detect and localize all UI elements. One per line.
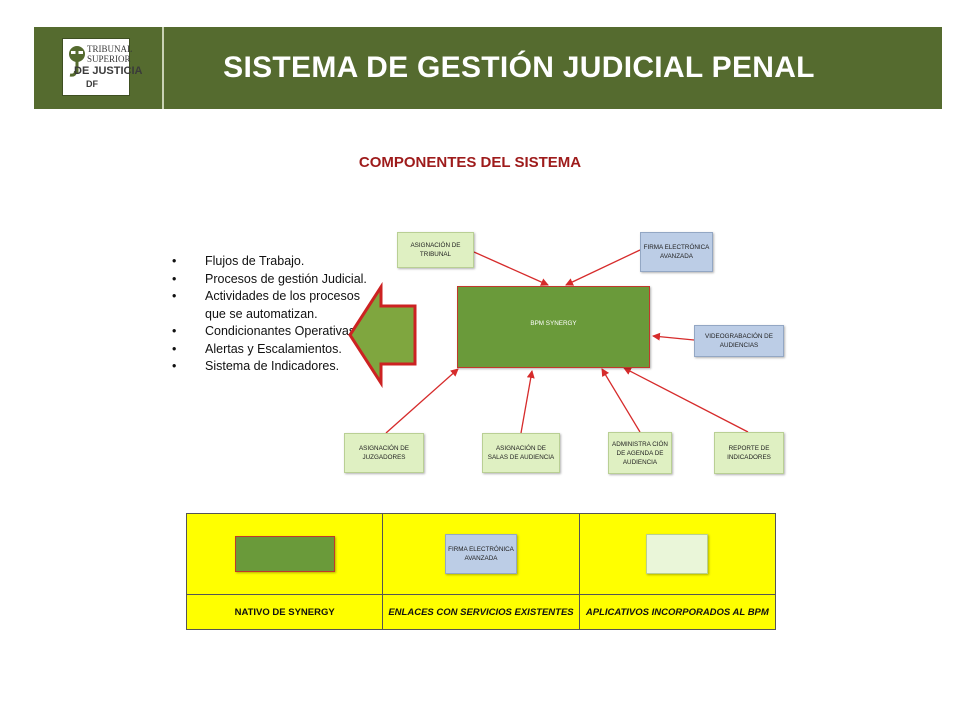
- node-asignacion-tribunal: ASIGNACIÓN DE TRIBUNAL: [397, 232, 474, 268]
- logo-text-line1: TRIBUNAL: [87, 44, 133, 54]
- section-subtitle: COMPONENTES DEL SISTEMA: [358, 154, 582, 171]
- tribunal-logo: TRIBUNAL SUPERIOR DE JUSTICIA DF: [62, 38, 142, 96]
- legend-cell-native: [185, 513, 384, 595]
- connector-videograbacion: [652, 332, 695, 341]
- node-asignacion-salas: ASIGNACIÓN DE SALAS DE AUDIENCIA: [482, 433, 560, 473]
- node-firma-electronica: FIRMA ELECTRÓNICA AVANZADA: [640, 232, 713, 272]
- logo-text-line2: SUPERIOR: [87, 54, 131, 64]
- connector-reporte-indicadores: [623, 367, 749, 433]
- feature-item: Alertas y Escalamientos.: [168, 341, 368, 359]
- legend-swatch-native: [234, 536, 335, 572]
- legend-label-incorporated: APLICATIVOS INCORPORADOS AL BPM: [578, 594, 777, 630]
- connector-asignacion-tribunal: [473, 251, 549, 286]
- logo-text-line3: DE JUSTICIA: [74, 65, 143, 77]
- legend-label-service: ENLACES CON SERVICIOS EXISTENTES: [382, 594, 580, 630]
- node-videograbacion: VIDEOGRABACIÓN DE AUDIENCIAS: [694, 325, 784, 357]
- bpm-synergy-node: BPM SYNERGY: [457, 286, 650, 368]
- feature-item: Condicionantes Operativas: [168, 323, 368, 341]
- page-title: SISTEMA DE GESTIÓN JUDICIAL PENAL: [223, 51, 815, 84]
- legend-cell-incorporated: [578, 513, 777, 595]
- connector-asignacion-salas: [520, 370, 535, 434]
- big-left-arrow: [348, 281, 417, 389]
- legend-label-row: NATIVO DE SYNERGY ENLACES CON SERVICIOS …: [185, 594, 777, 630]
- connector-firma-electronica: [565, 249, 641, 286]
- feature-list: Flujos de Trabajo. Procesos de gestión J…: [168, 253, 368, 376]
- node-reporte-indicadores: REPORTE DE INDICADORES: [714, 432, 784, 474]
- feature-item: Actividades de los procesos que se autom…: [168, 288, 368, 323]
- legend-table: FIRMA ELECTRÓNICA AVANZADA NATIVO DE SYN…: [185, 513, 777, 630]
- connector-asignacion-juzgadores: [385, 368, 459, 434]
- logo-text-line4: DF: [86, 79, 98, 89]
- legend-swatch-row: FIRMA ELECTRÓNICA AVANZADA: [185, 513, 777, 595]
- legend-swatch-incorporated: [646, 534, 709, 574]
- node-administracion-agenda: ADMINISTRA CIÓN DE AGENDA DE AUDIENCIA: [608, 432, 672, 474]
- legend-cell-service: FIRMA ELECTRÓNICA AVANZADA: [382, 513, 580, 595]
- connector-administracion-agenda: [601, 368, 641, 433]
- legend-label-native: NATIVO DE SYNERGY: [185, 594, 384, 630]
- header-bar: [34, 27, 942, 109]
- node-asignacion-juzgadores: ASIGNACIÓN DE JUZGADORES: [344, 433, 424, 473]
- header-divider: [162, 27, 164, 109]
- feature-item: Procesos de gestión Judicial.: [168, 271, 368, 289]
- tribunal-emblem-icon: [69, 46, 85, 77]
- feature-item: Flujos de Trabajo.: [168, 253, 368, 271]
- legend-swatch-service: FIRMA ELECTRÓNICA AVANZADA: [444, 534, 517, 574]
- feature-item: Sistema de Indicadores.: [168, 358, 368, 376]
